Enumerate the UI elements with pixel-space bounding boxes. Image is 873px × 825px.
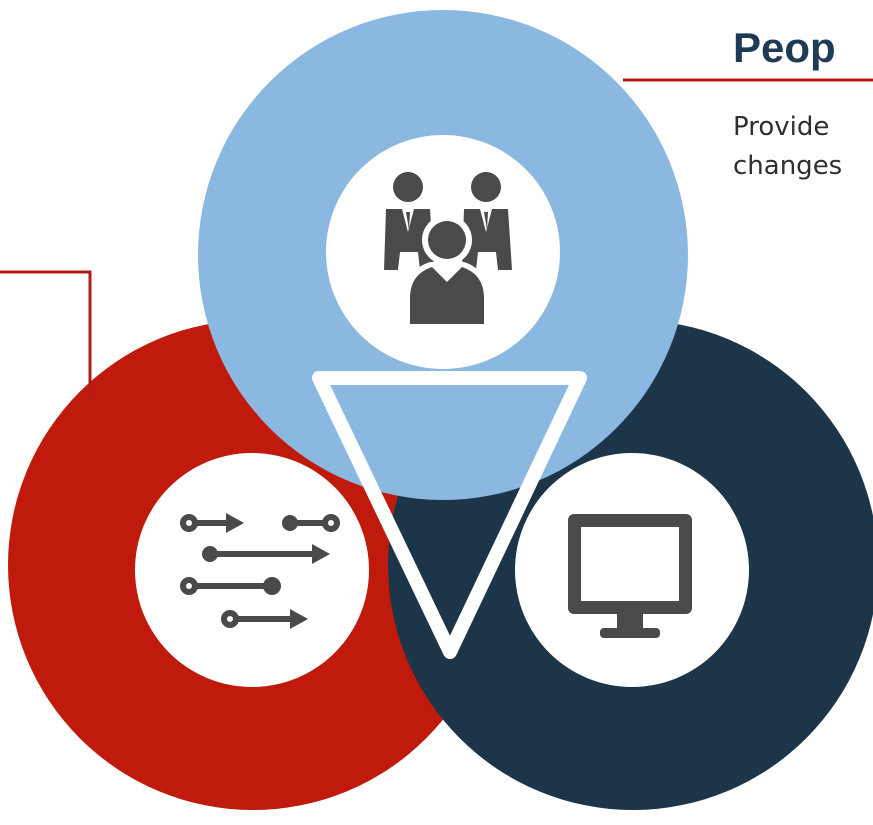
people-heading: Peop bbox=[733, 24, 836, 71]
people-description-line-1: Provide bbox=[733, 112, 830, 142]
center-triangle bbox=[312, 371, 587, 659]
process-arrows-icon bbox=[180, 513, 340, 629]
team-people-icon bbox=[384, 172, 512, 327]
people-description-line-2: changes bbox=[733, 151, 843, 181]
process-inner-circle bbox=[135, 453, 369, 687]
monitor-icon bbox=[568, 514, 692, 638]
process-connector-line bbox=[0, 270, 92, 400]
people-description: Provide changes bbox=[733, 108, 842, 186]
